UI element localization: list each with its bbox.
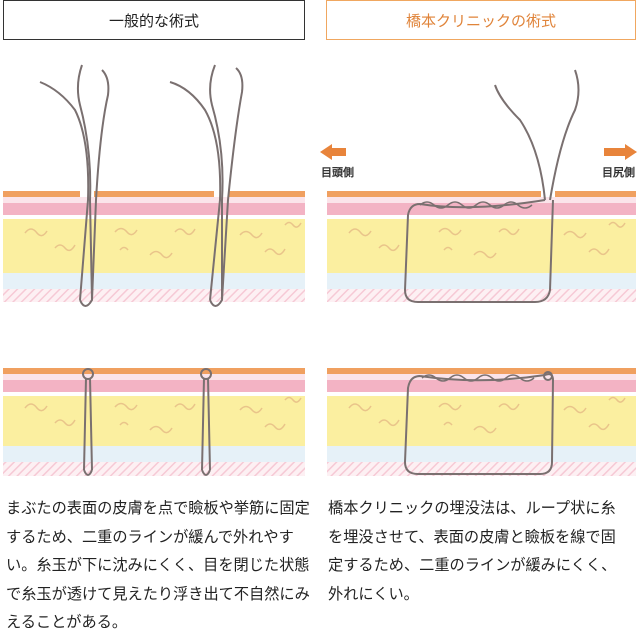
tissue-layers-bottom-right <box>327 368 636 476</box>
thread-loops-top-left <box>39 64 244 307</box>
title-hashimoto-procedure: 橋本クリニックの術式 <box>326 0 636 40</box>
thread-knots-bottom-left <box>82 368 212 476</box>
description-hashimoto: 橋本クリニックの埋没法は、ループ状に糸を埋没させて、表面の皮膚と瞼板を線で固定す… <box>328 499 617 603</box>
tissue-layers-top-right <box>327 189 636 302</box>
description-general: まぶたの表面の皮膚を点で瞼板や挙筋に固定するため、二重のラインが緩んで外れやすい… <box>6 499 310 631</box>
thread-loop-top-right <box>403 69 580 303</box>
label-outer-corner: 目尻側 <box>602 166 635 179</box>
arrow-right-icon <box>604 144 637 160</box>
thread-loop-bottom-right <box>403 371 555 475</box>
tissue-layers-top-left <box>3 189 305 302</box>
tissue-layers-bottom-left <box>3 368 305 476</box>
title-general-procedure: 一般的な術式 <box>3 0 305 40</box>
arrow-left-icon <box>320 144 346 160</box>
label-inner-corner: 目頭側 <box>321 166 354 179</box>
